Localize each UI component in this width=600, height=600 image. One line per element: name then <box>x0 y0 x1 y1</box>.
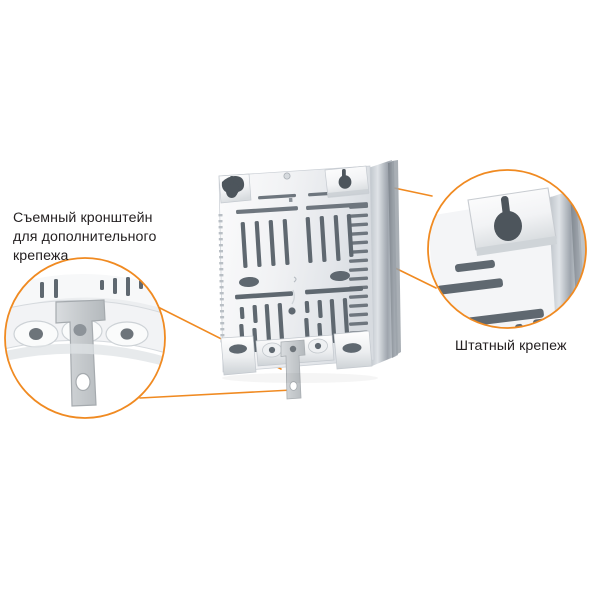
bottom-mount-rail <box>220 330 373 400</box>
mid-bars <box>235 286 364 300</box>
case-left-serration <box>218 214 225 343</box>
foot-slot-left <box>229 344 247 354</box>
top-screw-boss <box>283 172 291 180</box>
center-mark <box>293 276 297 283</box>
bracket-upper-hole <box>289 345 297 353</box>
top-center-pin <box>288 197 293 203</box>
detail-view-standard-mount <box>427 169 587 329</box>
vent-ribs-right <box>349 204 369 335</box>
center-hole <box>288 307 296 315</box>
detail-view-removable-bracket <box>4 257 166 419</box>
vent-slots-upper-right <box>305 214 354 263</box>
keyhole-boss-top-right <box>324 165 370 198</box>
removable-bracket <box>280 339 306 400</box>
detail-circle-removable-bracket <box>4 257 166 419</box>
foot-slot-right <box>342 343 362 353</box>
vent-slots-upper-left <box>240 219 290 268</box>
bracket-lower-hole <box>289 381 298 391</box>
callout-line-bracket-lower <box>139 389 293 399</box>
detail-circle-standard-mount <box>427 169 587 329</box>
caption-standard-mount: Штатный крепеж <box>455 338 567 354</box>
center-groove <box>291 289 295 305</box>
dimple-right <box>330 270 350 282</box>
main-product <box>218 160 401 400</box>
keyhole-boss-top-left <box>218 173 252 204</box>
case-side-lip <box>392 160 401 355</box>
product-shadow <box>222 373 378 383</box>
caption-removable-bracket: Съемный кронштейн для дополнительного кр… <box>13 210 157 264</box>
dimple-left <box>239 276 259 288</box>
